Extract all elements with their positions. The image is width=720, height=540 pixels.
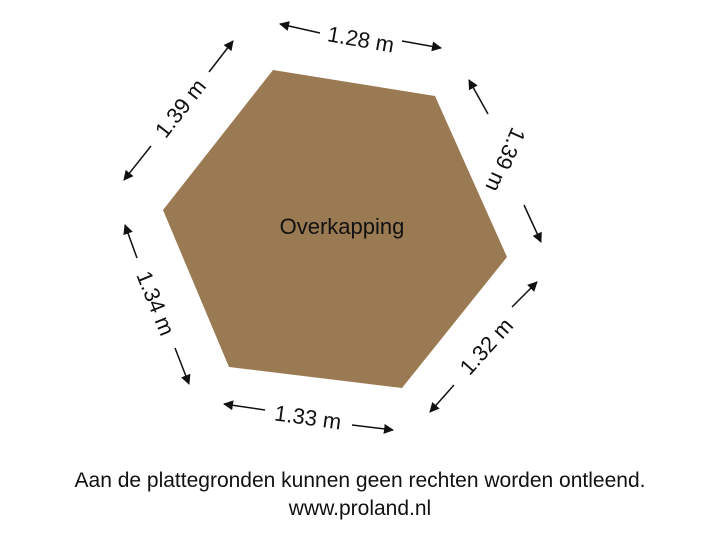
dimension-arrow-upper-left-bottom	[123, 145, 152, 181]
dimension-arrow-lower-right-top	[511, 281, 538, 308]
dimension-lines	[123, 21, 542, 434]
dimension-arrow-lower-left-bottom	[174, 347, 191, 385]
dimension-arrow-lower-left-top	[123, 224, 138, 259]
dimension-arrow-upper-right-bottom	[523, 204, 542, 243]
room-label: Overkapping	[280, 214, 405, 239]
dimension-label-upper-left: 1.39 m	[150, 74, 211, 142]
dimension-arrow-lower-right-bottom	[429, 384, 455, 413]
dimension-label-lower-left: 1.34 m	[131, 267, 179, 339]
dimension-label-upper-right: 1.39 m	[480, 124, 530, 196]
dimension-arrow-bottom-left	[223, 400, 266, 411]
dimension-label-bottom: 1.33 m	[273, 400, 343, 434]
dimension-arrow-upper-right-top	[468, 79, 489, 115]
disclaimer-text: Aan de plattegronden kunnen geen rechten…	[74, 469, 646, 492]
dimension-label-lower-right: 1.32 m	[455, 313, 519, 380]
website-link[interactable]: www.proland.nl	[288, 497, 432, 520]
dimension-label-top: 1.28 m	[326, 21, 397, 57]
room-overkapping-shape	[163, 70, 507, 388]
dimension-arrow-top-right	[401, 40, 442, 52]
dimension-arrow-top-left	[279, 21, 321, 34]
dimension-arrow-upper-left-top	[208, 40, 234, 73]
dimension-arrow-bottom-right	[351, 423, 394, 434]
